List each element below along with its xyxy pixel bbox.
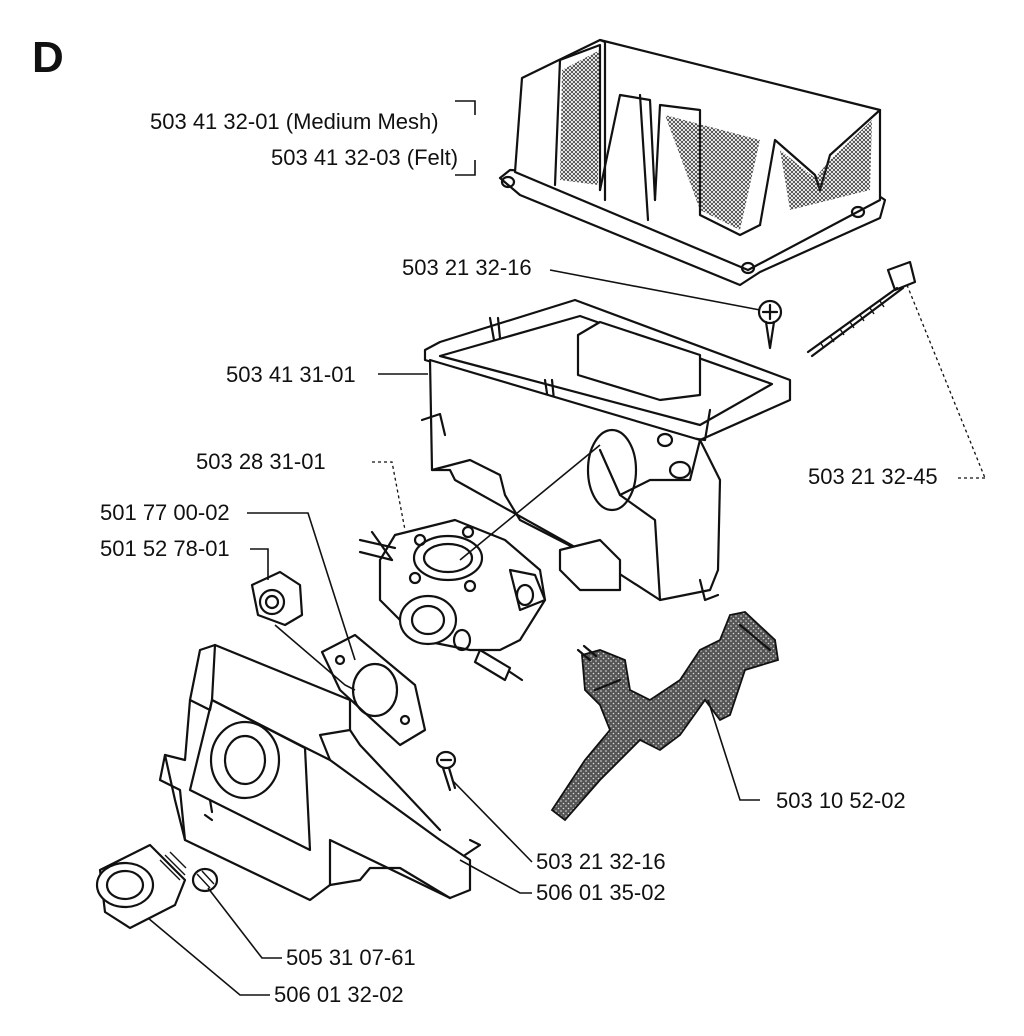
gasket-illustration [320,633,427,747]
nut-illustration [250,570,304,627]
label-nut: 501 52 78-01 [100,536,230,561]
rubber-boot-illustration [95,843,187,930]
label-filter-base: 503 41 31-01 [226,362,356,387]
throttle-lever-illustration [550,611,780,822]
label-long-screw: 503 21 32-45 [808,464,938,489]
small-plug-illustration [191,867,219,893]
carburetor-illustration [358,518,547,682]
label-rubber-boot: 506 01 32-02 [274,982,404,1007]
leader-lines [147,100,986,996]
label-throttle-lever: 503 10 52-02 [776,788,906,813]
filter-base-illustration [420,298,792,602]
air-filter-illustration [498,38,887,287]
label-filter-felt: 503 41 32-03 (Felt) [271,145,458,170]
short-screw-top [757,299,783,350]
section-letter: D [32,33,64,82]
label-gasket: 501 77 00-02 [100,500,230,525]
label-carburetor: 503 28 31-01 [196,449,326,474]
label-small-plug: 505 31 07-61 [286,945,416,970]
label-screw-top: 503 21 32-16 [402,255,532,280]
label-screw-bottom: 503 21 32-16 [536,849,666,874]
intake-housing-illustration [158,643,482,902]
label-intake-housing: 506 01 35-02 [536,880,666,905]
label-filter-medium-mesh: 503 41 32-01 (Medium Mesh) [150,109,439,134]
short-screw-bottom [435,750,457,792]
long-screw [806,260,917,358]
